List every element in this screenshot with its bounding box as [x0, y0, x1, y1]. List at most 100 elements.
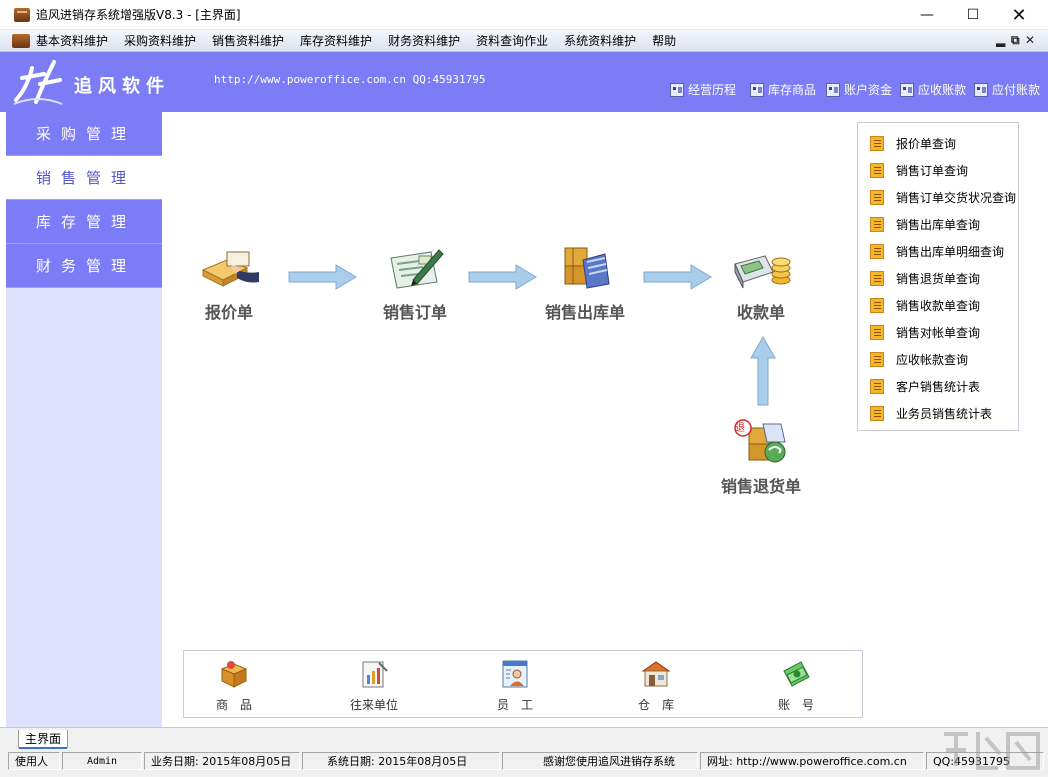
flow-sales-outbound-label: 销售出库单 [544, 303, 625, 322]
mdi-tab-strip: 主界面 [0, 727, 1048, 750]
flow-receipt-label: 收款单 [736, 303, 785, 322]
query-receivables[interactable]: 应收帐款查询 [870, 351, 968, 368]
report-icon [826, 82, 840, 97]
menu-inventory-data[interactable]: 库存资料维护 [300, 34, 373, 48]
query-order-delivery[interactable]: 销售订单交货状况查询 [870, 189, 1016, 206]
arrow-right-icon [468, 264, 537, 290]
app-icon [14, 7, 30, 22]
query-salesperson-stats[interactable]: 业务员销售统计表 [870, 405, 992, 422]
query-receipt[interactable]: 销售收款单查询 [870, 297, 980, 314]
flow-receipt[interactable]: 收款单 [724, 244, 798, 323]
title-bar: 追风进销存系统增强版V8.3 - [主界面] — ☐ ✕ [0, 0, 1048, 30]
sales-outbound-icon [564, 247, 610, 289]
base-data-bar: 商 品 往来单位 员 工 仓 库 [183, 650, 863, 718]
flow-sales-outbound[interactable]: 销售出库单 [540, 244, 630, 323]
flow-quote[interactable]: 报价单 [192, 244, 266, 323]
quick-payables[interactable]: 应付账款 [974, 81, 1040, 98]
quick-receivables[interactable]: 应收账款 [900, 81, 966, 98]
menu-query[interactable]: 资料查询作业 [476, 34, 549, 48]
query-outbound[interactable]: 销售出库单查询 [870, 216, 980, 233]
company-logo-icon [13, 60, 63, 105]
report-icon [670, 82, 684, 97]
document-icon [870, 190, 884, 205]
status-business-date: 业务日期: 2015年08月05日 [144, 752, 300, 770]
employee-icon [502, 660, 528, 688]
flow-sales-return-label: 销售退货单 [720, 477, 801, 496]
site-info: http://www.poweroffice.com.cn QQ:4593179… [214, 73, 486, 86]
menu-system-data[interactable]: 系统资料维护 [564, 34, 637, 48]
document-icon [870, 379, 884, 394]
nav-inventory-management[interactable]: 库存管理 [6, 200, 162, 244]
base-goods[interactable]: 商 品 [189, 659, 279, 713]
query-sales-order[interactable]: 销售订单查询 [870, 162, 968, 179]
query-return[interactable]: 销售退货单查询 [870, 270, 980, 287]
report-icon [974, 82, 988, 97]
arrow-up-icon [750, 336, 776, 406]
base-accounts[interactable]: 账 号 [751, 659, 841, 713]
window-title: 追风进销存系统增强版V8.3 - [主界面] [36, 8, 241, 22]
flow-sales-order-label: 销售订单 [382, 303, 447, 322]
minimize-button[interactable]: — [920, 7, 934, 23]
mdi-restore-icon[interactable]: ⧉ [1011, 33, 1020, 47]
quick-business-history[interactable]: 经营历程 [670, 81, 736, 98]
brand-name: 追风软件 [74, 76, 170, 97]
menu-bar: 基本资料维护 采购资料维护 销售资料维护 库存资料维护 财务资料维护 资料查询作… [0, 30, 1048, 52]
menu-help[interactable]: 帮助 [652, 34, 677, 48]
flow-sales-return[interactable]: 退 销售退货单 [716, 418, 806, 497]
goods-box-icon [220, 661, 248, 688]
arrow-right-icon [288, 264, 357, 290]
app-menu-icon[interactable] [12, 33, 30, 48]
status-thanks: 感谢您使用追风进销存系统 [502, 752, 698, 770]
base-warehouse[interactable]: 仓 库 [611, 659, 701, 713]
query-outbound-detail[interactable]: 销售出库单明细查询 [870, 243, 1004, 260]
mdi-minimize-icon[interactable]: ▂ [996, 33, 1006, 47]
nav-purchase-management[interactable]: 采购管理 [6, 112, 162, 156]
document-icon [870, 325, 884, 340]
query-quote[interactable]: 报价单查询 [870, 135, 956, 152]
left-nav: 采购管理 销售管理 库存管理 财务管理 [6, 112, 162, 727]
mdi-close-icon[interactable]: ✕ [1025, 33, 1036, 47]
sales-query-panel: 报价单查询 销售订单查询 销售订单交货状况查询 销售出库单查询 销售出库单明细查… [857, 122, 1019, 431]
base-employees[interactable]: 员 工 [470, 659, 560, 713]
menu-sales-data[interactable]: 销售资料维护 [212, 34, 285, 48]
nav-sales-management[interactable]: 销售管理 [6, 156, 162, 200]
query-customer-stats[interactable]: 客户销售统计表 [870, 378, 980, 395]
sales-return-icon [734, 419, 786, 463]
status-system-date: 系统日期: 2015年08月05日 [302, 752, 500, 770]
menu-purchase-data[interactable]: 采购资料维护 [124, 34, 197, 48]
flow-quote-label: 报价单 [204, 303, 253, 322]
receipt-icon [734, 255, 791, 289]
quick-stock-goods[interactable]: 库存商品 [750, 81, 816, 98]
watermark-logo-icon [944, 732, 1040, 770]
document-icon [870, 163, 884, 178]
money-icon [783, 661, 810, 687]
header-banner: 追风软件 http://www.poweroffice.com.cn QQ:45… [0, 52, 1048, 112]
status-url: 网址: http://www.poweroffice.com.cn [700, 752, 924, 770]
nav-finance-management[interactable]: 财务管理 [6, 244, 162, 288]
report-icon [750, 82, 764, 97]
status-user-label: 使用人 [8, 752, 60, 770]
document-icon [870, 298, 884, 313]
document-icon [870, 271, 884, 286]
document-icon [870, 244, 884, 259]
document-icon [870, 217, 884, 232]
warehouse-icon [641, 661, 671, 687]
partners-report-icon [362, 661, 388, 688]
flow-sales-order[interactable]: 销售订单 [378, 244, 452, 323]
left-edge [0, 112, 6, 727]
maximize-button[interactable]: ☐ [966, 7, 980, 23]
base-partners[interactable]: 往来单位 [329, 659, 419, 713]
document-icon [870, 136, 884, 151]
report-icon [900, 82, 914, 97]
return-badge: 退 [735, 423, 745, 434]
menu-finance-data[interactable]: 财务资料维护 [388, 34, 461, 48]
query-statement[interactable]: 销售对帐单查询 [870, 324, 980, 341]
tab-main[interactable]: 主界面 [18, 730, 69, 749]
document-icon [870, 406, 884, 421]
document-icon [870, 352, 884, 367]
quote-icon [201, 251, 259, 287]
close-button[interactable]: ✕ [1011, 4, 1027, 26]
arrow-right-icon [643, 264, 712, 290]
menu-basic-data[interactable]: 基本资料维护 [36, 34, 109, 48]
quick-account-funds[interactable]: 账户资金 [826, 81, 892, 98]
